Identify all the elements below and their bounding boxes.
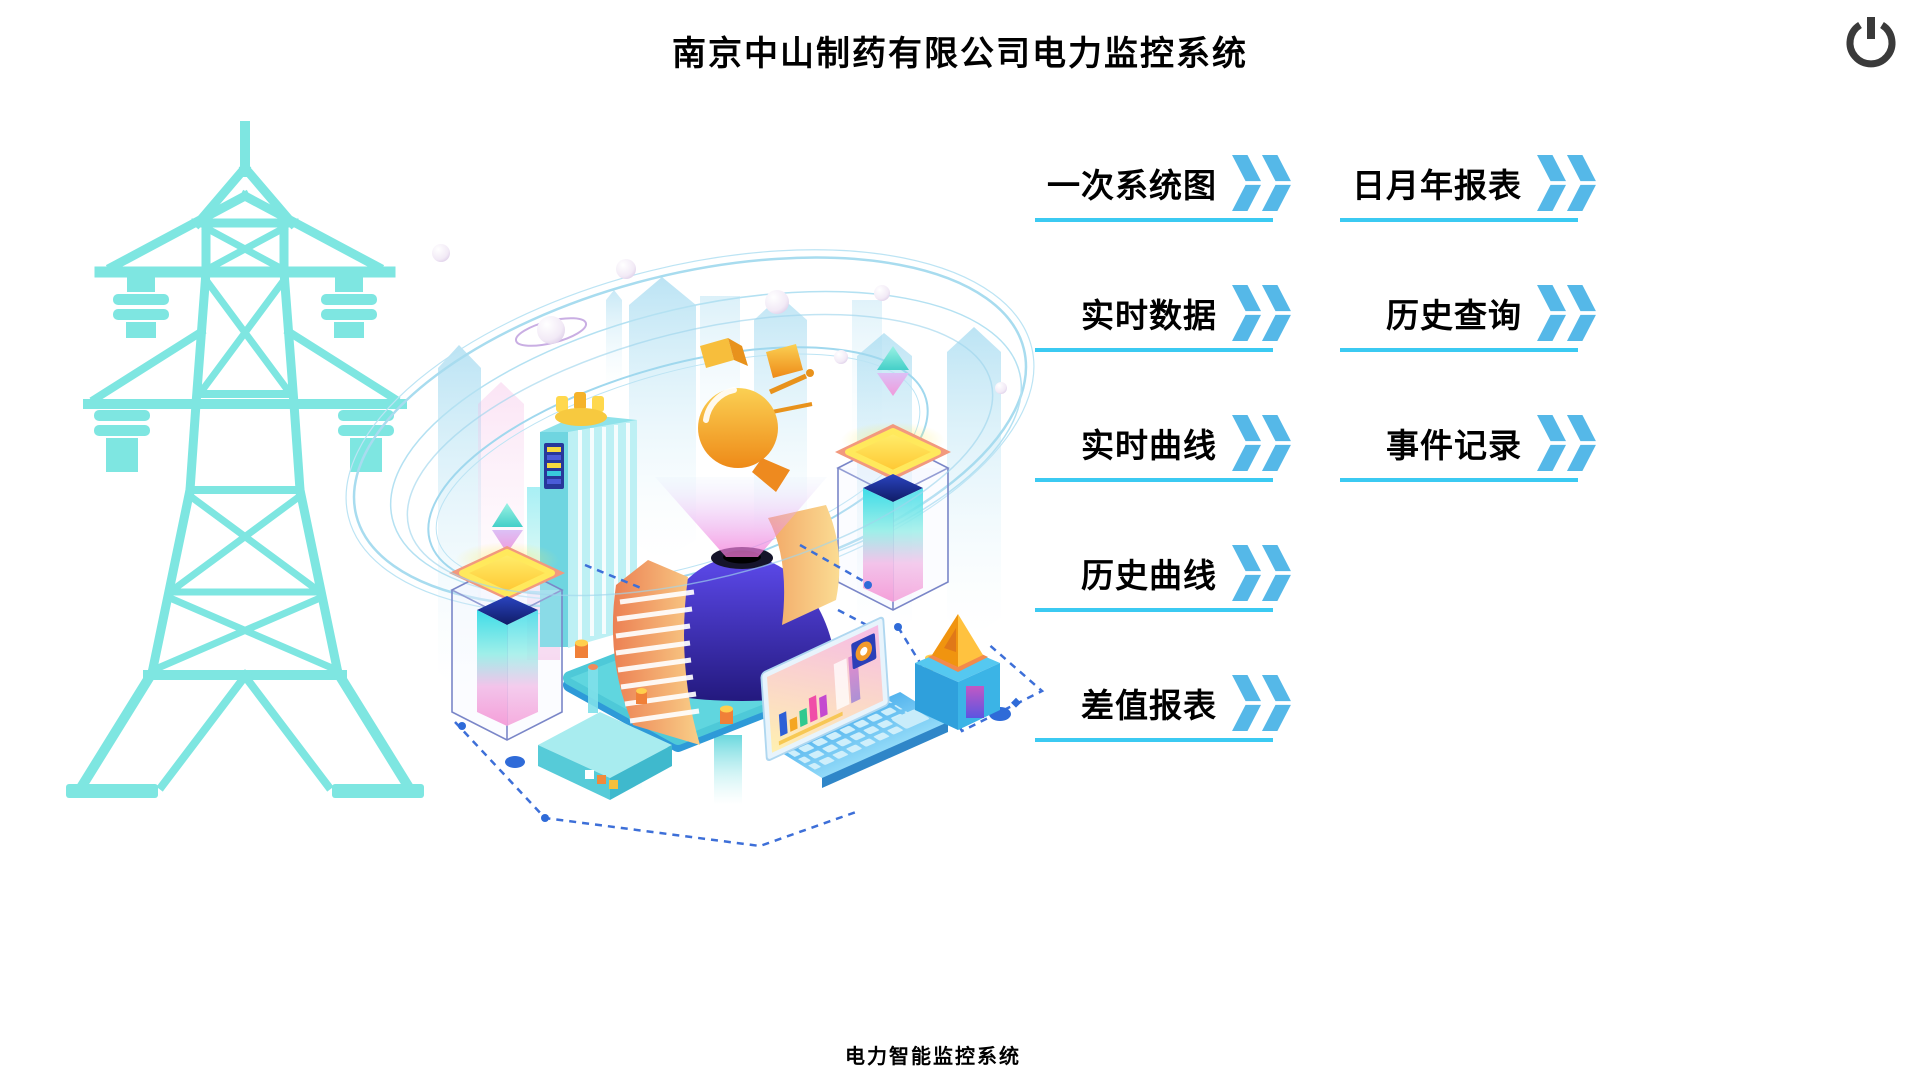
transmission-tower-graphic xyxy=(66,121,424,798)
pyramid-graphic xyxy=(915,614,1000,730)
power-icon xyxy=(1846,17,1896,68)
double-chevron-icon xyxy=(1231,285,1291,341)
double-chevron-icon xyxy=(1231,545,1291,601)
hero-illustration xyxy=(66,121,1045,848)
menu-item-history-query[interactable]: 历史查询 xyxy=(1340,278,1578,352)
glass-pillar-right xyxy=(835,346,951,611)
menu-item-event-record[interactable]: 事件记录 xyxy=(1340,408,1578,482)
menu-item-label: 实时曲线 xyxy=(1081,427,1217,464)
power-button[interactable] xyxy=(1844,14,1898,68)
double-chevron-icon xyxy=(1536,155,1596,211)
menu-item-label: 实时数据 xyxy=(1081,297,1217,334)
menu-item-history-curve[interactable]: 历史曲线 xyxy=(1035,538,1273,612)
menu-item-realtime-curve[interactable]: 实时曲线 xyxy=(1035,408,1273,482)
laptop-graphic xyxy=(760,616,949,788)
double-chevron-icon xyxy=(1231,415,1291,471)
router-graphic xyxy=(538,664,672,800)
hologram-cone xyxy=(655,477,827,557)
glass-pillar-left xyxy=(449,503,565,741)
menu-item-label: 一次系统图 xyxy=(1047,167,1217,204)
menu-item-label: 差值报表 xyxy=(1081,687,1217,724)
path-dots xyxy=(458,581,1021,822)
double-chevron-icon xyxy=(1536,415,1596,471)
menu-item-label: 历史曲线 xyxy=(1081,557,1217,594)
menu-item-label: 事件记录 xyxy=(1386,427,1522,464)
double-chevron-icon xyxy=(1231,675,1291,731)
page-title: 南京中山制药有限公司电力监控系统 xyxy=(672,36,1248,73)
orbit-ring-front xyxy=(406,313,994,597)
menu-item-difference-report[interactable]: 差值报表 xyxy=(1035,668,1273,742)
striped-wall-graphic xyxy=(612,560,700,745)
double-chevron-icon xyxy=(1231,155,1291,211)
double-chevron-icon xyxy=(1536,285,1596,341)
menu-item-daily-monthly-yearly-report[interactable]: 日月年报表 xyxy=(1340,148,1578,222)
menu-item-realtime-data[interactable]: 实时数据 xyxy=(1035,278,1273,352)
orbit-pearls xyxy=(432,244,1007,394)
menu-item-label: 日月年报表 xyxy=(1352,167,1522,204)
menu-item-primary-system-diagram[interactable]: 一次系统图 xyxy=(1035,148,1273,222)
menu-item-label: 历史查询 xyxy=(1386,297,1522,334)
smart-city-graphic xyxy=(449,338,1045,848)
plain-wall-graphic xyxy=(768,505,840,625)
idea-head-graphic xyxy=(698,338,814,492)
footer-system-label: 电力智能监控系统 xyxy=(845,1046,1021,1068)
